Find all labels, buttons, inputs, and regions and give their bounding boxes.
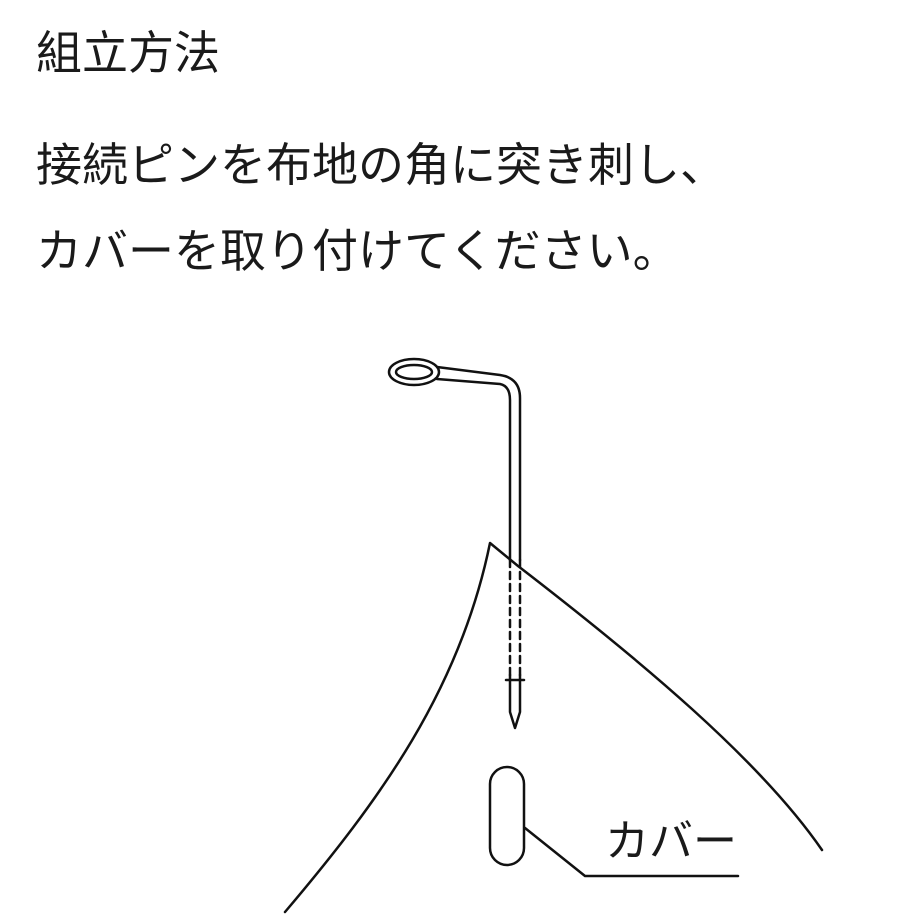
cover-cap-icon — [488, 765, 526, 867]
connection-pin-icon — [387, 357, 526, 730]
instruction-line-1: 接続ピンを布地の角に突き刺し、 — [36, 138, 726, 192]
cover-label: カバー — [605, 816, 737, 867]
leader-line — [523, 826, 740, 878]
instruction-line-2: カバーを取り付けてください。 — [36, 224, 679, 278]
fabric-corner-icon — [283, 541, 824, 914]
page-title: 組立方法 — [36, 26, 220, 80]
